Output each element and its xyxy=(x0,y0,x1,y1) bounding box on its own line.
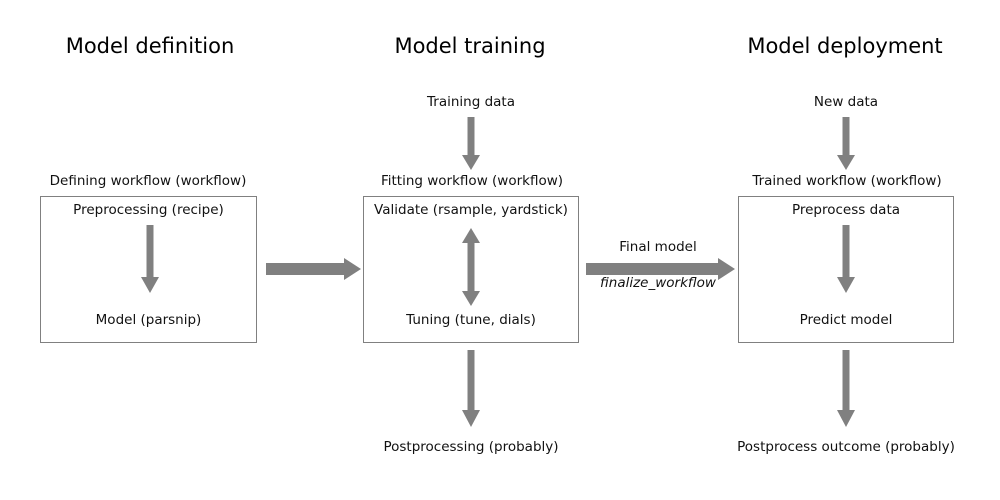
new-data-input-arrow xyxy=(837,117,855,170)
finalize-workflow-edge-label: finalize_workflow xyxy=(600,275,716,291)
training-to-deployment-arrow xyxy=(586,258,735,280)
defining-workflow-box xyxy=(40,196,257,343)
tuning-tune-dials-label: Tuning (tune, dials) xyxy=(406,312,536,328)
preprocessing-to-model-arrow xyxy=(141,225,159,293)
predict-model-label: Predict model xyxy=(799,312,893,328)
preprocess-data-label: Preprocess data xyxy=(791,202,901,218)
trained-workflow-box xyxy=(738,196,954,343)
training-data-label: Training data xyxy=(427,94,515,110)
postprocessing-probably-label: Postprocessing (probably) xyxy=(383,439,559,455)
training-postprocessing-arrow xyxy=(462,350,480,427)
validate-tuning-double-arrow xyxy=(462,228,480,306)
trained-workflow-label: Trained workflow (workflow) xyxy=(752,173,942,189)
model-parsnip-label: Model (parsnip) xyxy=(95,312,202,328)
column-title-model-definition: Model definition xyxy=(65,34,235,58)
preprocess-to-predict-arrow xyxy=(837,225,855,293)
fitting-workflow-box xyxy=(363,196,579,343)
column-title-model-deployment: Model deployment xyxy=(747,34,943,58)
defining-workflow-label: Defining workflow (workflow) xyxy=(49,173,247,189)
deployment-postprocess-arrow xyxy=(837,350,855,427)
training-data-input-arrow xyxy=(462,117,480,170)
postprocess-outcome-probably-label: Postprocess outcome (probably) xyxy=(737,439,955,455)
fitting-workflow-label: Fitting workflow (workflow) xyxy=(380,173,564,189)
new-data-label: New data xyxy=(813,94,879,110)
validate-rsample-yardstick-label: Validate (rsample, yardstick) xyxy=(374,202,568,218)
final-model-edge-label: Final model xyxy=(619,239,697,255)
column-title-model-training: Model training xyxy=(394,34,546,58)
definition-to-training-arrow xyxy=(266,258,361,280)
preprocessing-recipe-label: Preprocessing (recipe) xyxy=(73,202,224,218)
